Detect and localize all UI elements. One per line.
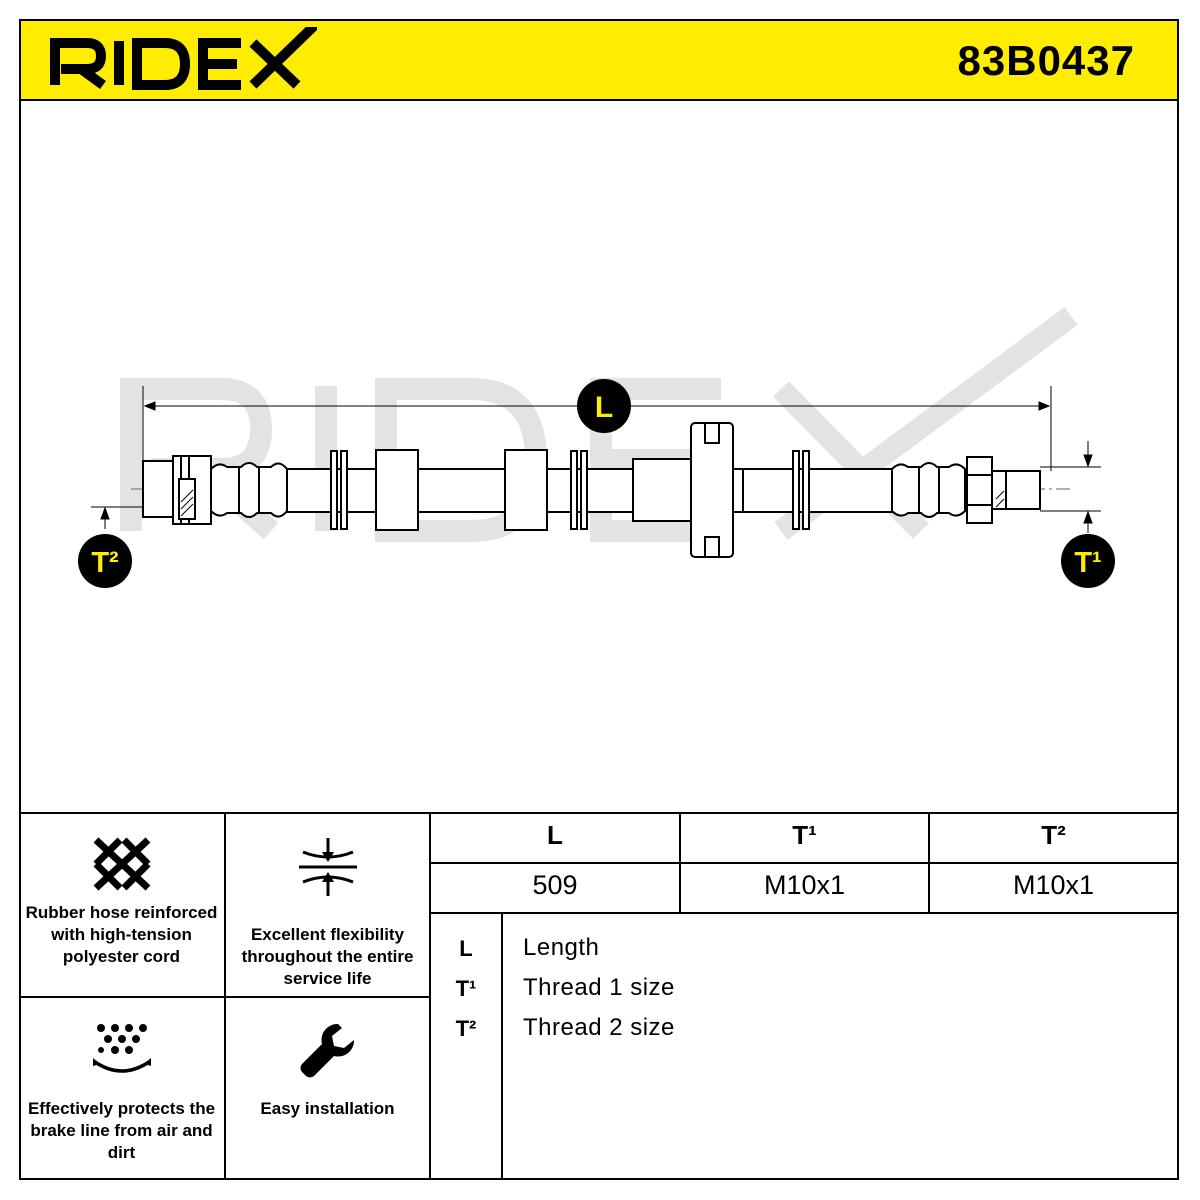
thread2-marker: T²	[91, 547, 119, 579]
divider	[429, 814, 431, 1180]
feature-text: Easy installation	[260, 1099, 395, 1118]
feature-text: Effectively protects the brake line from…	[27, 1099, 216, 1162]
feature-easy-installation: Easy installation	[226, 998, 429, 1180]
spec-value-thread2: M10x1	[1012, 870, 1095, 900]
dust-shield-icon	[91, 1022, 153, 1086]
length-marker: L	[595, 391, 613, 424]
hose-drawing: L T² T¹	[21, 101, 1177, 816]
divider	[429, 862, 1177, 864]
legend-label: Length	[523, 934, 600, 961]
feature-protection: Effectively protects the brake line from…	[19, 998, 224, 1180]
divider	[19, 996, 429, 998]
divider	[679, 814, 681, 914]
legend-label: Thread 2 size	[523, 1014, 675, 1041]
divider	[501, 912, 503, 1180]
legend-label: Thread 1 size	[523, 974, 675, 1001]
divider	[429, 912, 1177, 914]
info-panel: Rubber hose reinforced with high-tension…	[19, 812, 1179, 1182]
legend-key: T¹	[455, 976, 477, 1001]
header-bar: 83B0437	[19, 19, 1179, 101]
spec-header-thread2: T²	[1041, 820, 1066, 850]
feature-text: Excellent flexibility throughout the ent…	[241, 925, 414, 988]
cross-weave-icon	[92, 836, 152, 898]
spec-value-thread1: M10x1	[763, 870, 846, 900]
thread1-marker: T¹	[1074, 547, 1101, 579]
feature-flexibility: Excellent flexibility throughout the ent…	[226, 814, 429, 996]
spec-header-length: L	[547, 820, 563, 850]
feature-text: Rubber hose reinforced with high-tension…	[25, 903, 218, 966]
divider	[928, 814, 930, 914]
feature-reinforced-hose: Rubber hose reinforced with high-tension…	[19, 814, 224, 996]
compression-arrows-icon	[297, 838, 359, 902]
legend-key: L	[459, 936, 473, 961]
spec-value-length: 509	[532, 870, 578, 900]
brand-logo	[47, 21, 319, 98]
part-number: 83B0437	[957, 37, 1135, 84]
spec-header-thread1: T¹	[792, 820, 817, 850]
wrench-icon	[298, 1020, 358, 1086]
legend-key: T²	[455, 1016, 477, 1041]
